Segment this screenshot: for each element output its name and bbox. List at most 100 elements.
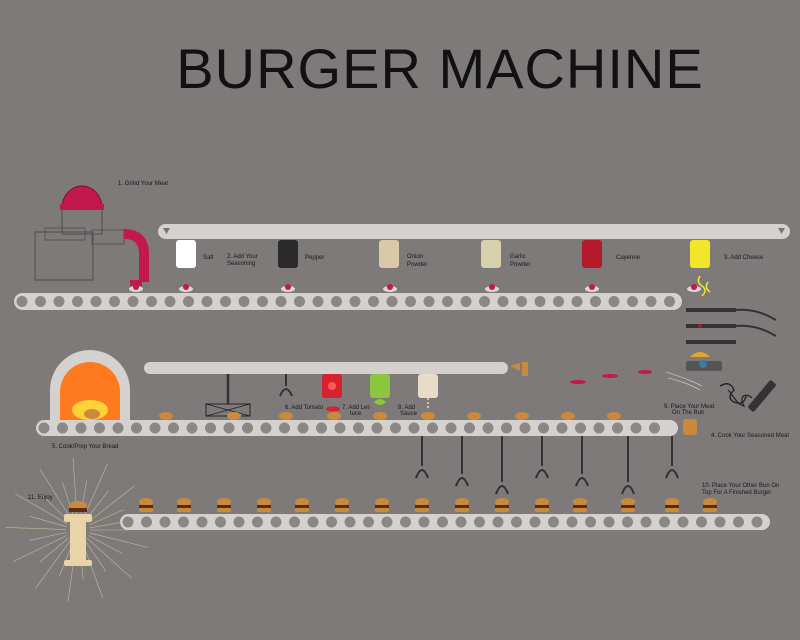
burger-bottom-bun bbox=[455, 508, 469, 512]
belt-roller bbox=[630, 422, 642, 434]
belt-roller bbox=[205, 422, 216, 434]
seasoning-rail bbox=[158, 224, 790, 239]
belt-roller bbox=[38, 422, 50, 434]
transfer-claws bbox=[415, 436, 679, 495]
belt-roller bbox=[334, 422, 346, 434]
belt-roller bbox=[127, 296, 139, 307]
burger-top-bun bbox=[139, 498, 153, 506]
burger-patty bbox=[703, 505, 717, 508]
belt-roller bbox=[297, 422, 309, 434]
belt-roller bbox=[511, 516, 522, 528]
belt-roller bbox=[16, 296, 28, 307]
glow-ray bbox=[15, 493, 68, 525]
belt-roller bbox=[585, 516, 596, 528]
step-grind-label: 1. Grind Your Meat bbox=[118, 181, 168, 187]
belt-roller bbox=[233, 516, 245, 528]
seasoning-label-2: Powder bbox=[510, 262, 530, 268]
belt-roller bbox=[649, 422, 660, 434]
burger-pedestal bbox=[64, 501, 92, 566]
belt-roller bbox=[94, 422, 105, 434]
burger-top-bun bbox=[703, 498, 717, 506]
belt-roller bbox=[196, 516, 208, 528]
belt-roller bbox=[612, 422, 623, 434]
belt-roller bbox=[349, 296, 361, 307]
belt-roller bbox=[260, 422, 272, 434]
seasoning-dispenser: Pepper bbox=[278, 240, 324, 268]
burger-patty bbox=[375, 505, 389, 508]
belt-roller bbox=[593, 422, 605, 434]
bun bbox=[373, 412, 387, 420]
belt-roller bbox=[242, 422, 253, 434]
bun bbox=[607, 412, 621, 420]
belt-roller bbox=[183, 296, 194, 307]
belt-roller bbox=[390, 422, 401, 434]
seasoning-label: Garlic bbox=[510, 254, 526, 260]
grill-rack bbox=[205, 374, 251, 417]
belt-roller bbox=[201, 296, 213, 307]
belt-roller bbox=[640, 516, 652, 528]
belt-roller bbox=[566, 516, 578, 528]
bun bbox=[467, 412, 481, 420]
belt-3-rollers bbox=[122, 516, 763, 528]
belt-roller bbox=[368, 296, 379, 307]
burger-patty bbox=[535, 505, 549, 508]
belt-roller bbox=[238, 296, 250, 307]
glow-ray bbox=[88, 535, 123, 554]
step-top-bun-label: 10. Place Your Other Bun On bbox=[702, 483, 779, 489]
belt-roller bbox=[186, 422, 198, 434]
belt-roller bbox=[386, 296, 398, 307]
meat-portion bbox=[285, 284, 291, 290]
seasoning-dispenser: Onion Powder bbox=[379, 240, 427, 268]
burger-patty bbox=[139, 505, 153, 508]
glow-ray bbox=[39, 537, 70, 563]
belt-roller bbox=[353, 422, 364, 434]
belt-roller bbox=[270, 516, 282, 528]
cooked-patty bbox=[686, 352, 722, 371]
belt-roller bbox=[479, 296, 490, 307]
burger-bottom-bun bbox=[375, 508, 389, 512]
belt-roller bbox=[482, 422, 494, 434]
belt-roller bbox=[381, 516, 393, 528]
burger-bottom-bun bbox=[621, 508, 635, 512]
glow-ray bbox=[5, 527, 67, 530]
cheese-drip bbox=[697, 275, 711, 297]
burger-bottom-bun bbox=[217, 508, 231, 512]
bun bbox=[279, 412, 293, 420]
belt-roller bbox=[159, 516, 171, 528]
bread-oven bbox=[50, 350, 130, 420]
belt-roller bbox=[427, 422, 438, 434]
burger-patty bbox=[621, 505, 635, 508]
claw-grip bbox=[455, 477, 469, 487]
burger-bottom-bun bbox=[535, 508, 549, 512]
belt-roller bbox=[408, 422, 420, 434]
claw-grip bbox=[621, 485, 635, 495]
glow-ray bbox=[39, 468, 72, 520]
step-cook-meat-label: 4. Cook Your Seasoned Meat bbox=[711, 433, 789, 439]
belt-roller bbox=[316, 422, 327, 434]
belt-roller bbox=[363, 516, 374, 528]
burger-top-bun bbox=[217, 498, 231, 506]
belt-2-rollers bbox=[38, 422, 660, 434]
step-top-bun-label-2: Top For A Finished Burger bbox=[702, 490, 771, 496]
glow-ray bbox=[86, 537, 133, 579]
belt-roller bbox=[164, 296, 176, 307]
belt-roller bbox=[590, 296, 601, 307]
belt-roller bbox=[464, 422, 475, 434]
belt-roller bbox=[252, 516, 263, 528]
burger-bottom-bun bbox=[573, 508, 587, 512]
seasoning-label: Cayenne bbox=[616, 255, 641, 261]
salt-shaker-icon bbox=[176, 240, 196, 268]
belt-roller bbox=[608, 296, 620, 307]
belt-roller bbox=[131, 422, 142, 434]
burger-top-bun bbox=[415, 498, 429, 506]
meat-portion bbox=[133, 284, 139, 290]
burger-patty bbox=[495, 505, 509, 508]
burger-top-bun bbox=[335, 498, 349, 506]
glow-ray bbox=[29, 532, 67, 541]
glow-ray bbox=[88, 509, 124, 526]
belt-roller bbox=[445, 422, 457, 434]
belt-roller bbox=[326, 516, 337, 528]
rail-arrow-right-icon bbox=[778, 228, 785, 234]
burger-bottom-bun bbox=[415, 508, 429, 512]
